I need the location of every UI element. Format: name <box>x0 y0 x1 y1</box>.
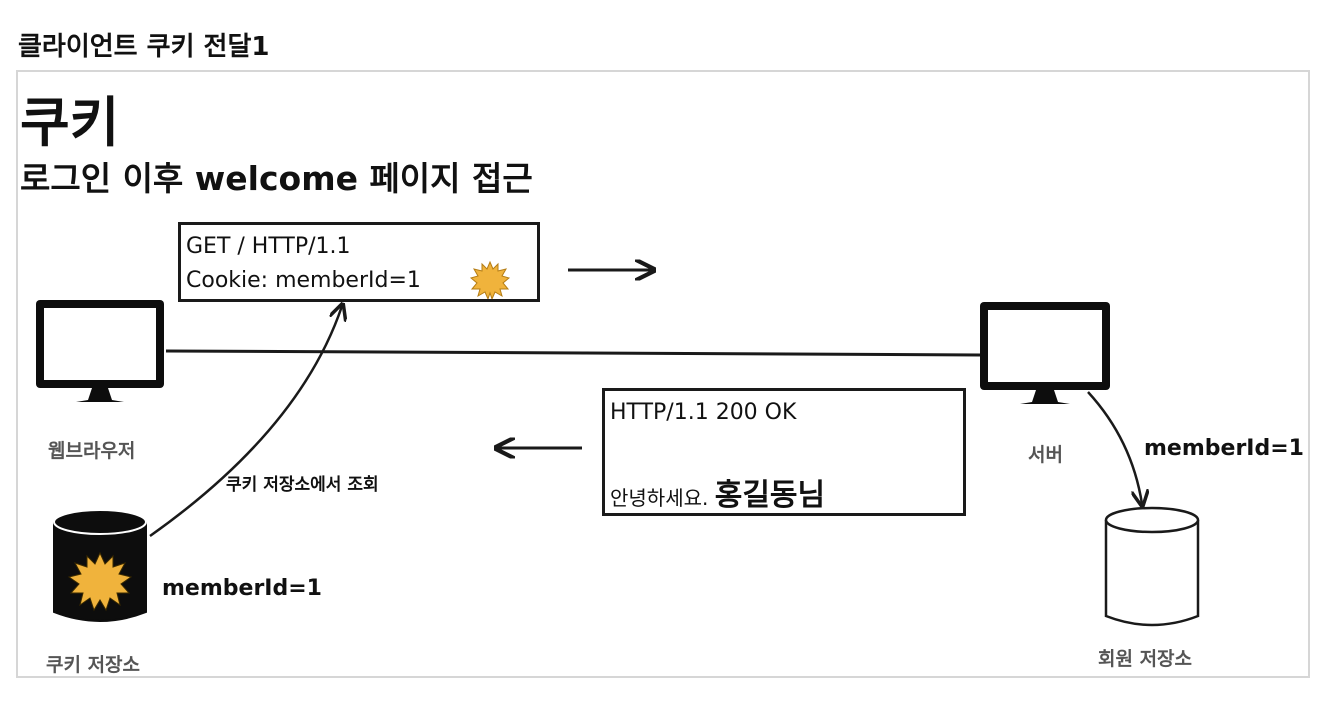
slide-subtitle: 로그인 이후 welcome 페이지 접근 <box>20 159 533 198</box>
response-status-line: HTTP/1.1 200 OK <box>610 400 797 425</box>
member-store-arrow-icon <box>1087 391 1142 504</box>
response-box <box>602 388 966 516</box>
server-monitor-icon <box>980 302 1110 404</box>
request-cookie-icon <box>469 260 511 301</box>
request-box <box>178 222 540 302</box>
server-label: 서버 <box>1028 444 1063 466</box>
browser-monitor-icon <box>36 300 164 402</box>
response-body: 안녕하세요. 홍길동님 <box>610 470 825 514</box>
response-name: 홍길동님 <box>714 478 826 513</box>
browser-label: 웹브라우저 <box>48 440 136 462</box>
request-line: GET / HTTP/1.1 <box>186 234 351 259</box>
lookup-arrow-icon <box>149 306 342 538</box>
cookie-store-value: memberId=1 <box>162 576 322 601</box>
member-store-database-icon <box>1104 506 1200 627</box>
cookie-icon <box>67 551 133 612</box>
request-cookie-header: Cookie: memberId=1 <box>186 268 421 293</box>
response-greeting: 안녕하세요. <box>610 486 709 510</box>
member-store-label: 회원 저장소 <box>1098 648 1193 670</box>
slide-title: 쿠키 <box>20 91 120 154</box>
member-store-value: memberId=1 <box>1144 436 1304 461</box>
connection-line <box>165 349 981 357</box>
lookup-label: 쿠키 저장소에서 조회 <box>226 475 379 495</box>
cookie-store-label: 쿠키 저장소 <box>46 654 141 676</box>
page-heading: 클라이언트 쿠키 전달1 <box>18 32 270 62</box>
